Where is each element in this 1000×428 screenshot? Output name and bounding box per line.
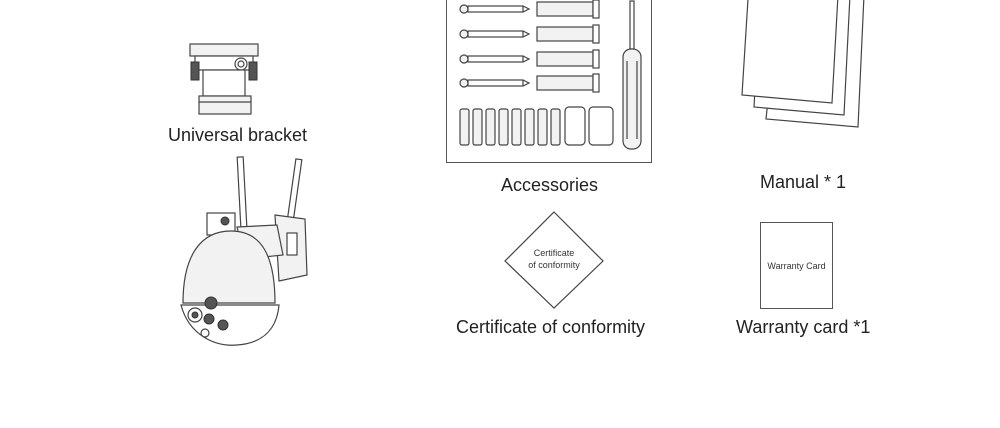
camera-icon: [180, 156, 308, 346]
certificate-caption: Certificate of conformity: [456, 317, 646, 337]
manual-caption: Manual * 1: [760, 172, 847, 192]
warranty-card-label: Warranty Card: [767, 260, 826, 271]
certificate-icon: Certificate of conformity: [504, 211, 604, 309]
certificate-label-line1: Certificate: [534, 248, 575, 258]
manual-icon: [741, 0, 865, 128]
warranty-card-icon: Warranty Card: [760, 222, 833, 309]
accessories-icon: [459, 0, 642, 150]
accessories-box: [446, 0, 652, 163]
warranty-caption: Warranty card *1: [736, 317, 871, 337]
certificate-label-line2: of conformity: [528, 260, 580, 270]
bracket-icon: [189, 43, 259, 115]
accessories-caption: Accessories: [501, 175, 599, 195]
bracket-caption: Universal bracket: [168, 125, 308, 145]
